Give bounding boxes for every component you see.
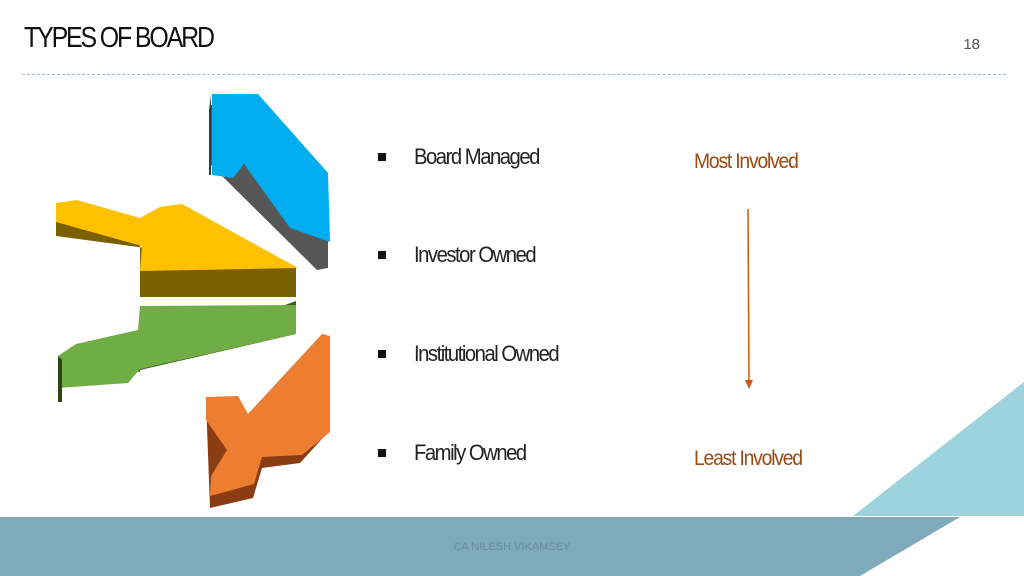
bullet-square-icon [378, 251, 386, 259]
least-involved-label: Least Involved [694, 447, 803, 470]
header-divider [22, 74, 1006, 75]
footer-author: CA NILESH VIKAMSEY [453, 541, 571, 553]
list-item-label: Investor Owned [414, 242, 537, 267]
down-arrow-icon [745, 208, 753, 389]
list-item-label: Family Owned [414, 440, 527, 465]
list-item-label: Board Managed [414, 144, 540, 169]
page-title: TYPES OF BOARD [24, 22, 215, 54]
arrow-blue-icon [209, 94, 330, 270]
bullet-square-icon [378, 449, 386, 457]
list-item-family-owned: Family Owned [378, 440, 535, 466]
list-item-label: Institutional Owned [414, 341, 560, 366]
arrow-yellow-icon [56, 200, 298, 297]
corner-triangle [853, 382, 1024, 516]
list-item-board-managed: Board Managed [378, 144, 550, 170]
list-item-institutional-owned: Institutional Owned [378, 341, 571, 367]
list-item-investor-owned: Investor Owned [378, 242, 546, 268]
arrow-orange-icon [206, 334, 330, 508]
page-number: 18 [963, 36, 980, 53]
bullet-square-icon [378, 153, 386, 161]
most-involved-label: Most Involved [694, 150, 799, 173]
footer-band [0, 517, 960, 576]
bullet-square-icon [378, 350, 386, 358]
arrow-green-icon [58, 301, 296, 402]
